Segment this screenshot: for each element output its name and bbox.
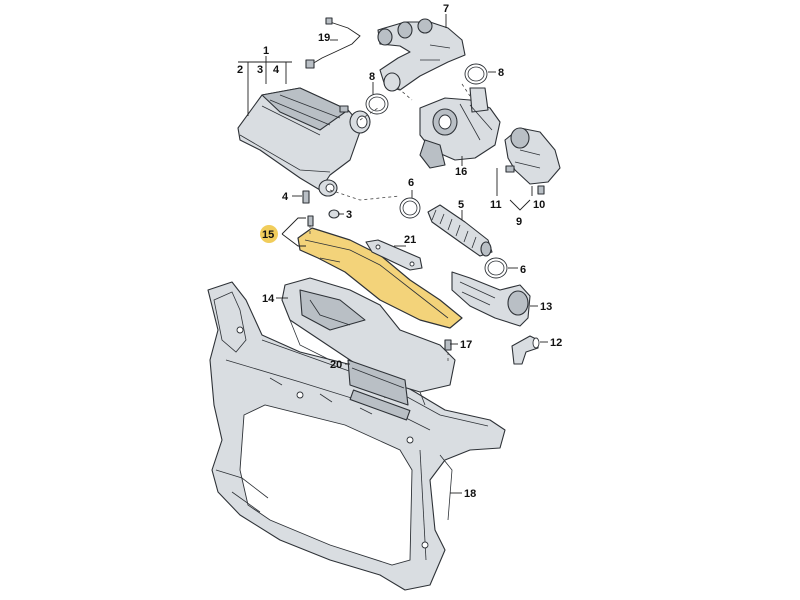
callout-15-highlight: [260, 225, 278, 243]
callout-20: 20: [330, 359, 342, 371]
part-6-clamp-lower: [484, 257, 508, 279]
callout-5: 5: [458, 199, 464, 211]
callout-6-upper: 6: [408, 177, 414, 189]
callout-8-right: 8: [498, 67, 504, 79]
callout-11: 11: [490, 199, 502, 211]
part-5-corrugated-hose: [427, 204, 493, 257]
part-4-bolt: [302, 190, 310, 204]
part-16-valve-body: [419, 87, 501, 169]
callout-14: 14: [262, 293, 275, 305]
callout-7: 7: [443, 3, 449, 15]
part-18-lock-carrier: [207, 281, 506, 591]
part-21-bracket: [365, 239, 423, 271]
callout-16: 16: [455, 166, 467, 178]
callout-17: 17: [460, 339, 472, 351]
part-19-sensor: [305, 17, 361, 69]
part-3-grommet: [328, 209, 340, 219]
part-9-elbow-duct: [504, 127, 561, 195]
callout-3-grommet: 3: [346, 209, 352, 221]
callout-18: 18: [464, 488, 476, 500]
callout-3-top: 3: [257, 64, 263, 76]
callout-1: 1: [263, 45, 269, 57]
callout-labels: 1 2 3 4 19 7 8 8 16 11 10 9 6 5 6 4 3 15…: [237, 3, 562, 500]
callout-19: 19: [318, 32, 330, 44]
callout-8-left: 8: [369, 71, 375, 83]
part-12-hose: [511, 335, 540, 365]
callout-12: 12: [550, 337, 562, 349]
callout-2: 2: [237, 64, 243, 76]
callout-6-lower: 6: [520, 264, 526, 276]
callout-4-bolt: 4: [282, 191, 289, 203]
part-20-seal: [347, 359, 409, 406]
part-13-resonator: [451, 271, 531, 327]
part-7-intake-pipe: [377, 18, 466, 92]
part-17-bolt: [444, 339, 452, 351]
part-6-clamp-upper: [399, 197, 421, 219]
callout-15: 15: [262, 229, 274, 241]
callout-21: 21: [404, 234, 416, 246]
part-8-clamp-right: [464, 63, 488, 85]
callout-9: 9: [516, 216, 522, 228]
callout-4-top: 4: [273, 64, 280, 76]
callout-10: 10: [533, 199, 545, 211]
part-15-bolt: [307, 215, 314, 227]
callout-13: 13: [540, 301, 552, 313]
part-1-air-filter-housing: [237, 87, 371, 197]
part-8-clamp-left: [365, 93, 389, 115]
leader-lines: [238, 14, 548, 494]
part-15-intake-duct-highlighted: [297, 227, 463, 329]
part-14-air-duct: [281, 277, 456, 406]
